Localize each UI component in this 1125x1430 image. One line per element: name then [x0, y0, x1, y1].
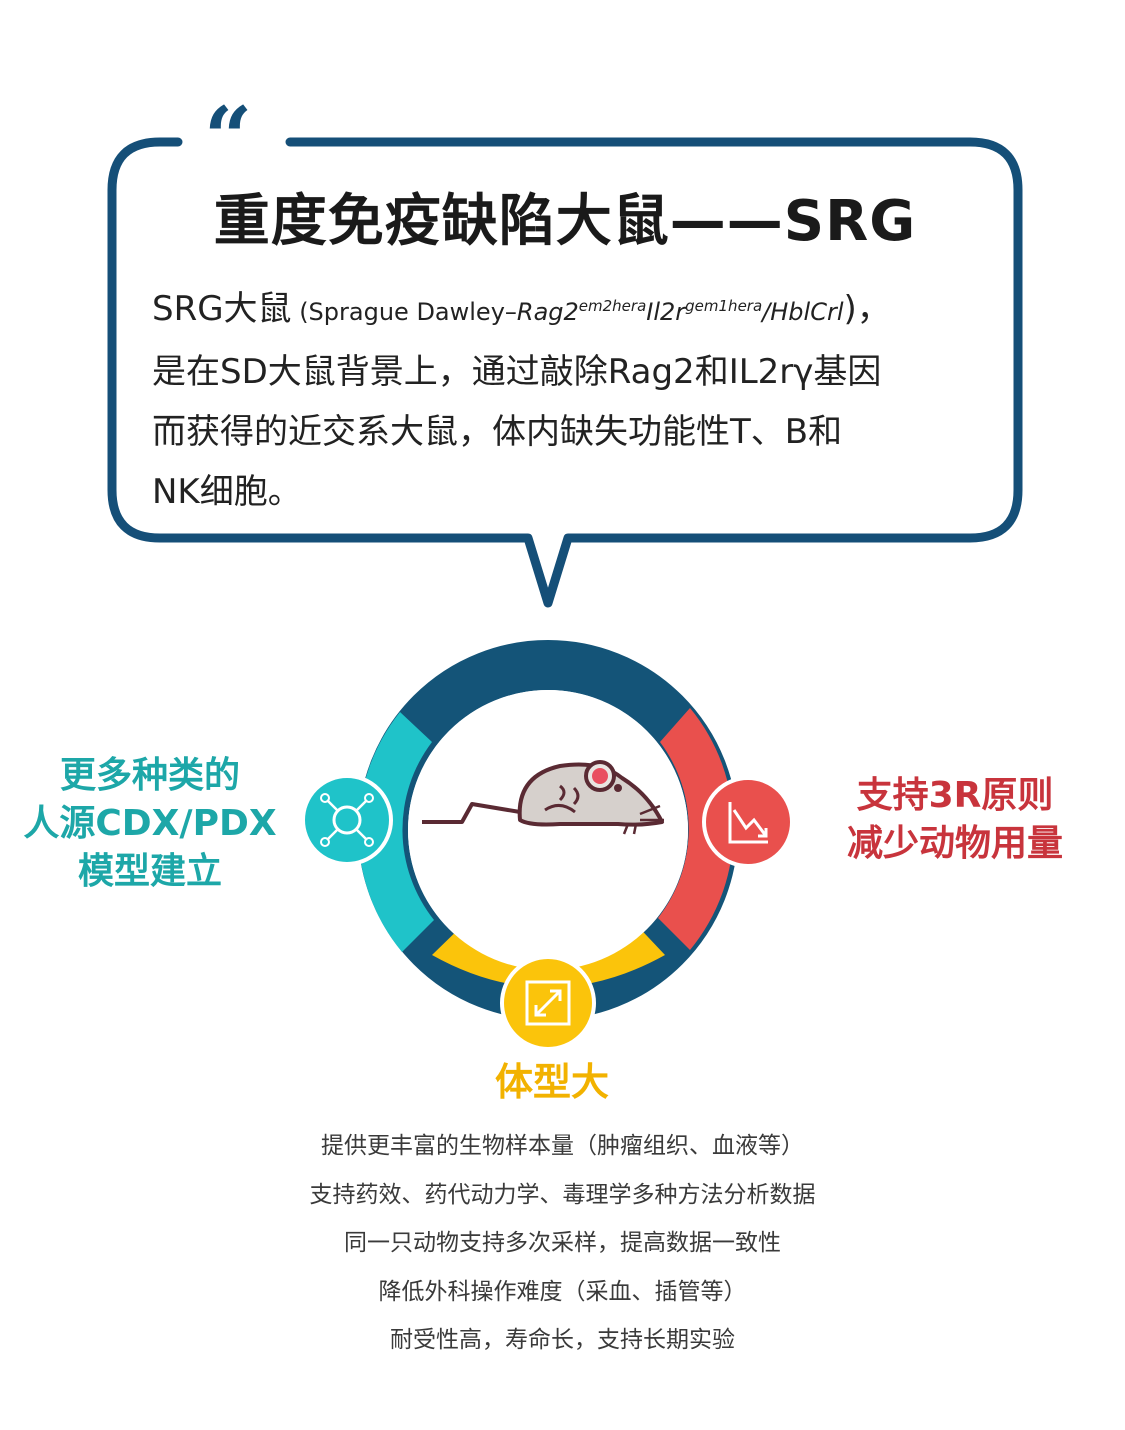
- description-line-1: SRG大鼠 (Sprague Dawley–Rag2em2heraIl2rgem…: [152, 289, 891, 329]
- resize-icon: [500, 955, 596, 1051]
- description-line-2: 是在SD大鼠背景上，通过敲除Rag2和IL2rγ基因: [152, 352, 882, 392]
- label-model-building: 更多种类的 人源CDX/PDX 模型建立: [23, 755, 277, 892]
- bubble-title: 重度免疫缺陷大鼠——SRG: [213, 189, 917, 254]
- ring-teal-segment: [358, 712, 434, 952]
- description-line-4: NK细胞。: [152, 472, 302, 512]
- feature-item: 支持药效、药代动力学、毒理学多种方法分析数据: [309, 1181, 816, 1208]
- label-3r-principle: 支持3R原则 减少动物用量: [846, 775, 1063, 864]
- rat-icon: [422, 760, 664, 835]
- description-line-3: 而获得的近交系大鼠，体内缺失功能性T、B和: [152, 412, 843, 452]
- expand-arrows-icon: [301, 774, 393, 866]
- ring-red-segment: [658, 708, 734, 950]
- speech-bubble: [107, 137, 1023, 608]
- feature-item: 耐受性高，寿命长，支持长期实验: [390, 1327, 735, 1353]
- bubble-description: SRG大鼠 (Sprague Dawley–Rag2em2heraIl2rgem…: [152, 276, 1002, 522]
- label-large-size: 体型大: [494, 1060, 609, 1104]
- feature-list: 提供更丰富的生物样本量（肿瘤组织、血液等） 支持药效、药代动力学、毒理学多种方法…: [0, 1122, 1125, 1365]
- feature-ring: [301, 640, 794, 1051]
- feature-item: 降低外科操作难度（采血、插管等）: [378, 1278, 747, 1305]
- feature-item: 提供更丰富的生物样本量（肿瘤组织、血液等）: [321, 1133, 804, 1159]
- trend-down-icon: [702, 776, 794, 868]
- scientific-name: (Sprague Dawley–Rag2em2heraIl2rgem1hera/…: [291, 297, 844, 326]
- feature-item: 同一只动物支持多次采样，提高数据一致性: [344, 1230, 781, 1256]
- quote-icon: “: [204, 88, 253, 187]
- desc-lead: SRG大鼠: [152, 289, 292, 329]
